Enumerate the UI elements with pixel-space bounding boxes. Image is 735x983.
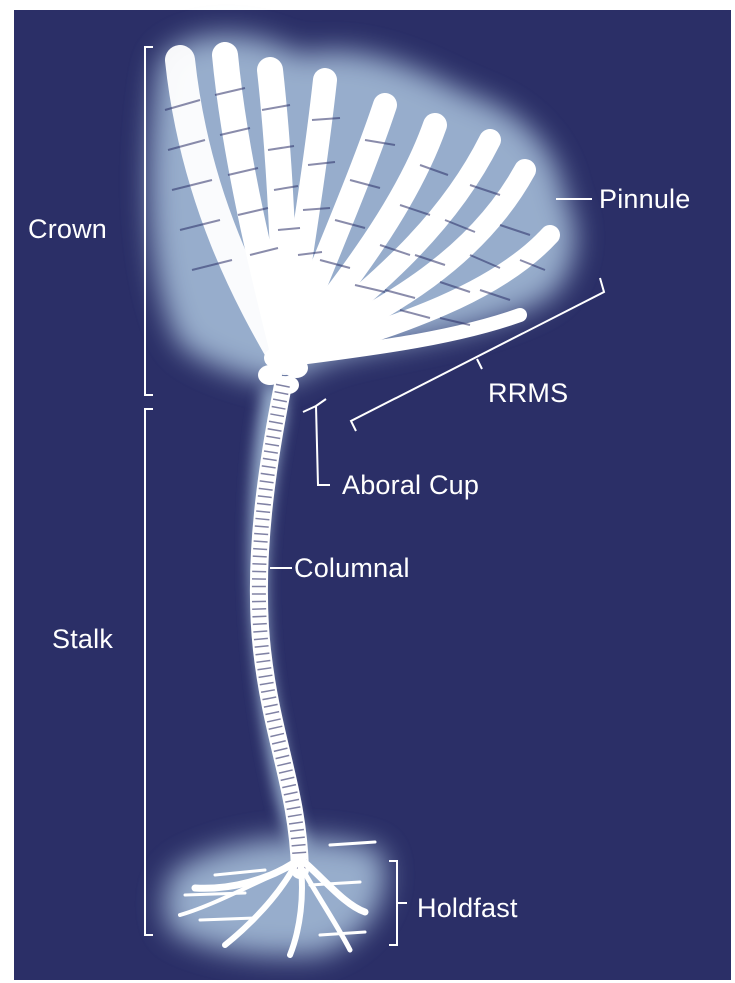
aboral-cup-label: Aboral Cup — [342, 472, 479, 499]
stalk-label: Stalk — [52, 626, 113, 653]
rrms-label: RRMS — [488, 380, 568, 407]
holdfast-label: Holdfast — [417, 895, 518, 922]
stalk-bracket — [145, 409, 153, 935]
columnal-label: Columnal — [294, 555, 410, 582]
holdfast-bracket — [389, 861, 407, 945]
aboral-cup-bracket — [303, 399, 330, 485]
pinnule-label: Pinnule — [599, 186, 690, 213]
crown-label: Crown — [28, 216, 107, 243]
